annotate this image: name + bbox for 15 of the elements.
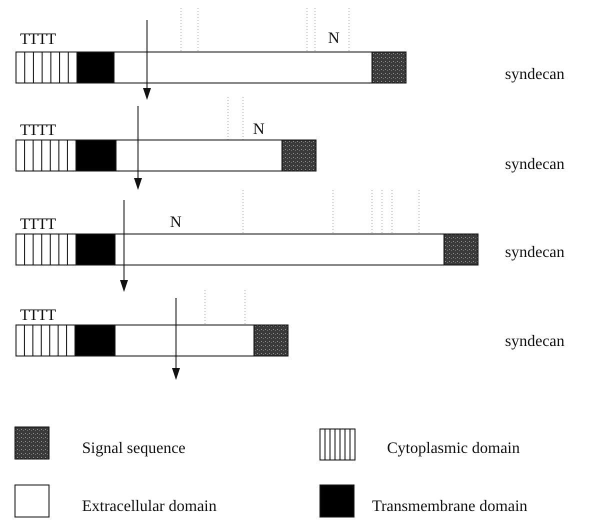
protein-label: syndecan — [505, 66, 565, 84]
legend-label: Cytoplasmic domain — [387, 440, 520, 458]
protein-label: syndecan — [505, 156, 565, 174]
site-label: N — [328, 30, 340, 48]
repeat-label: TTTT — [20, 122, 56, 140]
site-label: N — [253, 121, 265, 139]
repeat-label: TTTT — [20, 307, 56, 325]
legend-label: Extracellular domain — [82, 498, 217, 516]
repeat-label: TTTT — [20, 31, 56, 49]
repeat-label: TTTT — [20, 216, 56, 234]
protein-label: syndecan — [505, 333, 565, 351]
site-label: N — [170, 214, 182, 232]
protein-label: syndecan — [505, 244, 565, 262]
legend-label: Transmembrane domain — [372, 498, 528, 516]
legend-label: Signal sequence — [82, 440, 186, 458]
